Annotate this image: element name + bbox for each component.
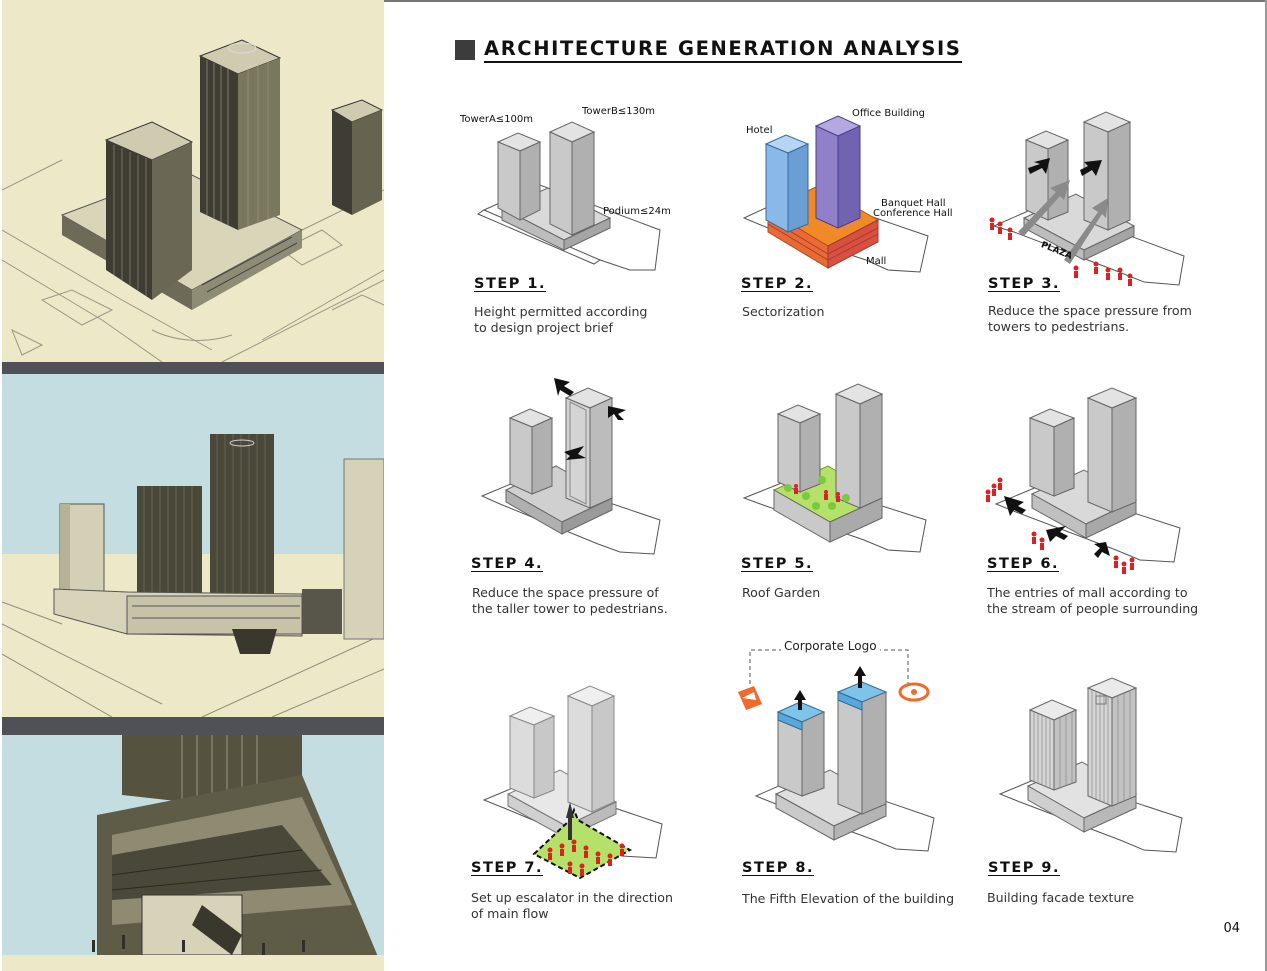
page-frame-right — [1265, 0, 1267, 971]
step4-label: STEP 4. — [471, 556, 544, 572]
step3-diagram — [984, 100, 1194, 290]
podium-height-note: Podium≤24m — [603, 206, 671, 217]
step5-label: STEP 5. — [741, 556, 814, 572]
step2-label: STEP 2. — [741, 276, 814, 292]
render-divider — [2, 362, 384, 374]
step4-description: Reduce the space pressure of the taller … — [472, 585, 668, 616]
heading-square-icon — [455, 40, 475, 60]
step2-description: Sectorization — [742, 304, 825, 319]
step5-diagram — [738, 380, 938, 555]
hotel-note: Hotel — [746, 125, 773, 136]
corporate-logo-note: Corporate Logo — [781, 639, 880, 653]
step7-diagram — [470, 680, 670, 880]
step7-description: Set up escalator in the direction of mai… — [471, 890, 673, 921]
page-title: ARCHITECTURE GENERATION ANALYSIS — [484, 38, 962, 63]
step9-description: Building facade texture — [987, 890, 1135, 905]
step8-label: STEP 8. — [742, 860, 815, 876]
perspective-render — [2, 374, 384, 717]
render-divider — [2, 717, 384, 735]
step4-diagram — [470, 376, 670, 556]
street-view-render — [2, 735, 384, 971]
step9-label: STEP 9. — [988, 860, 1061, 876]
step7-label: STEP 7. — [471, 860, 544, 876]
page-frame-top — [0, 0, 1267, 2]
aerial-render — [2, 0, 384, 362]
office-building-note: Office Building — [852, 108, 925, 119]
mall-note: Mall — [866, 256, 887, 267]
step6-label: STEP 6. — [987, 556, 1060, 572]
step9-diagram — [984, 664, 1194, 864]
step5-description: Roof Garden — [742, 585, 821, 600]
step1-description: Height permitted according to design pro… — [474, 304, 648, 335]
step3-label: STEP 3. — [988, 276, 1061, 292]
render-column — [0, 0, 384, 971]
step6-diagram — [984, 380, 1194, 580]
step8-diagram — [726, 646, 946, 861]
conference-hall-note: Conference Hall — [873, 208, 953, 219]
step3-description: Reduce the space pressure from towers to… — [988, 303, 1192, 334]
step8-description: The Fifth Elevation of the building — [742, 891, 955, 906]
banquet-hall-note: Banquet Hall — [881, 198, 946, 209]
tower-a-height-note: TowerA≤100m — [460, 114, 534, 125]
step6-description: The entries of mall according to the str… — [987, 585, 1199, 616]
step2-diagram — [738, 100, 938, 275]
tower-b-height-note: TowerB≤130m — [582, 106, 656, 117]
step1-label: STEP 1. — [474, 276, 547, 292]
section-heading: ARCHITECTURE GENERATION ANALYSIS — [455, 38, 985, 64]
step1-diagram — [470, 100, 670, 275]
page-number: 04 — [1223, 921, 1240, 936]
